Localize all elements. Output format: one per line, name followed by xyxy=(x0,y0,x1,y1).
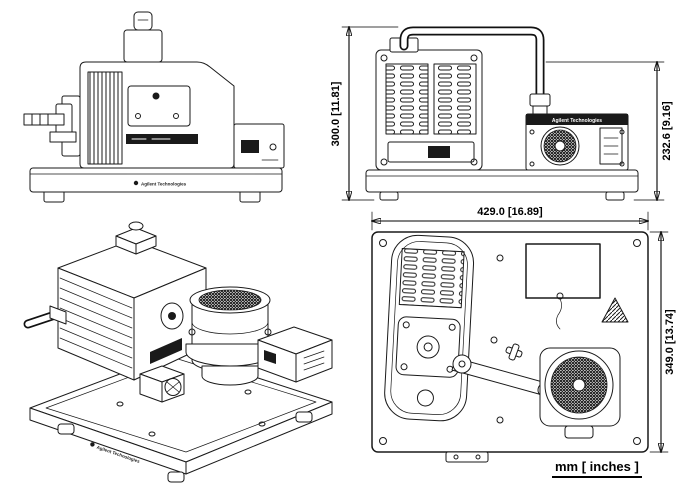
screw xyxy=(633,239,641,247)
screw xyxy=(379,239,387,247)
hose-clamp xyxy=(49,305,67,325)
base-plate xyxy=(365,169,639,201)
cylinder-base xyxy=(201,365,259,386)
connector xyxy=(428,146,450,158)
label-plate xyxy=(127,85,191,127)
electronics-box xyxy=(257,326,333,383)
agilent-logo-icon xyxy=(90,442,95,447)
unit-brand-text: Agilent Technologies xyxy=(552,118,602,124)
cooling-fins xyxy=(87,71,123,165)
isometric-view: Agilent Technologies xyxy=(23,221,333,483)
clamp-tab xyxy=(188,328,196,336)
mount-tab xyxy=(564,425,594,439)
motor-bracket xyxy=(395,316,461,378)
bolt xyxy=(244,389,252,395)
screw xyxy=(402,321,410,329)
pump-body xyxy=(61,61,235,169)
pivot-joint xyxy=(452,354,472,374)
exhaust-hose xyxy=(399,26,551,115)
dimension-label: 349.0 [13.74] xyxy=(664,309,676,375)
inlet-fitting xyxy=(23,103,77,143)
vent-grille xyxy=(398,248,465,309)
oil-fill-cap xyxy=(115,221,157,255)
side-view: Agilent Technologies xyxy=(23,11,285,203)
screw xyxy=(380,158,388,166)
top-view: 429.0 [16.89] 349.0 [13.74] xyxy=(372,206,676,463)
unit-badge xyxy=(526,114,628,125)
units-label: mm [ inches ] xyxy=(552,459,642,478)
inlet-fitting xyxy=(23,305,67,329)
brand-mark: Agilent Technologies xyxy=(133,180,187,187)
screw xyxy=(633,437,641,445)
screw xyxy=(619,129,625,135)
hose-coupling xyxy=(529,93,551,107)
hose-coupling xyxy=(532,105,548,115)
rear-tab xyxy=(445,451,489,463)
rear-view: Agilent Technologies 300.0 [11.81] 232.6… xyxy=(330,27,673,200)
foot xyxy=(167,471,185,483)
dimension-label: 300.0 [11.81] xyxy=(330,81,342,146)
vacuum-inlet-cylinder xyxy=(185,286,275,386)
power-socket xyxy=(241,140,259,153)
fan-hub xyxy=(554,140,566,152)
pump-rear xyxy=(375,37,483,171)
oil-fill-cap xyxy=(123,11,163,63)
bolt xyxy=(258,421,266,427)
dimension-width: 429.0 [16.89] xyxy=(372,206,648,231)
dimension-total-height: 300.0 [11.81] xyxy=(330,27,399,200)
screw xyxy=(475,454,481,460)
screw xyxy=(470,54,478,62)
foot xyxy=(57,423,75,435)
cable xyxy=(556,298,562,330)
dimension-label: 232.6 [9.16] xyxy=(661,101,673,161)
inlet-screen xyxy=(198,289,262,311)
model-badge xyxy=(150,338,182,364)
fan-box xyxy=(139,365,185,403)
fan-assembly xyxy=(539,347,621,439)
wing-bolt xyxy=(505,343,523,361)
clamp-tab xyxy=(264,328,272,336)
pump-footprint xyxy=(384,234,475,422)
screw xyxy=(529,161,535,167)
foot xyxy=(379,191,399,201)
screw xyxy=(448,323,456,331)
screw xyxy=(496,416,504,424)
foot xyxy=(605,191,625,201)
bolt xyxy=(148,431,156,437)
screw xyxy=(380,54,388,62)
screw xyxy=(490,336,498,344)
vent-grille xyxy=(385,63,429,135)
warning-triangle-icon xyxy=(601,297,629,323)
screw xyxy=(379,437,387,445)
power-socket xyxy=(264,350,276,364)
dimension-label: 429.0 [16.89] xyxy=(477,206,543,218)
agilent-logo-icon xyxy=(133,180,139,186)
screw xyxy=(400,363,408,371)
screw xyxy=(529,129,535,135)
knob xyxy=(152,92,160,100)
fan-hub xyxy=(572,378,586,392)
dimension-depth: 349.0 [13.74] xyxy=(649,232,676,452)
pump-body xyxy=(23,221,207,381)
hose-clamp xyxy=(49,131,77,143)
port xyxy=(416,389,434,407)
diaphragm-pump: Agilent Technologies xyxy=(525,113,629,171)
foot xyxy=(295,411,313,423)
power-module xyxy=(233,123,285,169)
screw xyxy=(619,161,625,167)
connector-panel xyxy=(599,127,623,165)
motor-badge xyxy=(160,302,184,330)
screw xyxy=(453,454,459,460)
vent-grille xyxy=(433,63,477,135)
screw xyxy=(496,254,504,262)
dimension-pump-height: 232.6 [9.16] xyxy=(545,62,673,200)
brand-text: Agilent Technologies xyxy=(141,182,187,187)
electronics-box xyxy=(525,243,601,330)
bolt xyxy=(116,401,124,407)
fan-grille xyxy=(164,378,182,396)
